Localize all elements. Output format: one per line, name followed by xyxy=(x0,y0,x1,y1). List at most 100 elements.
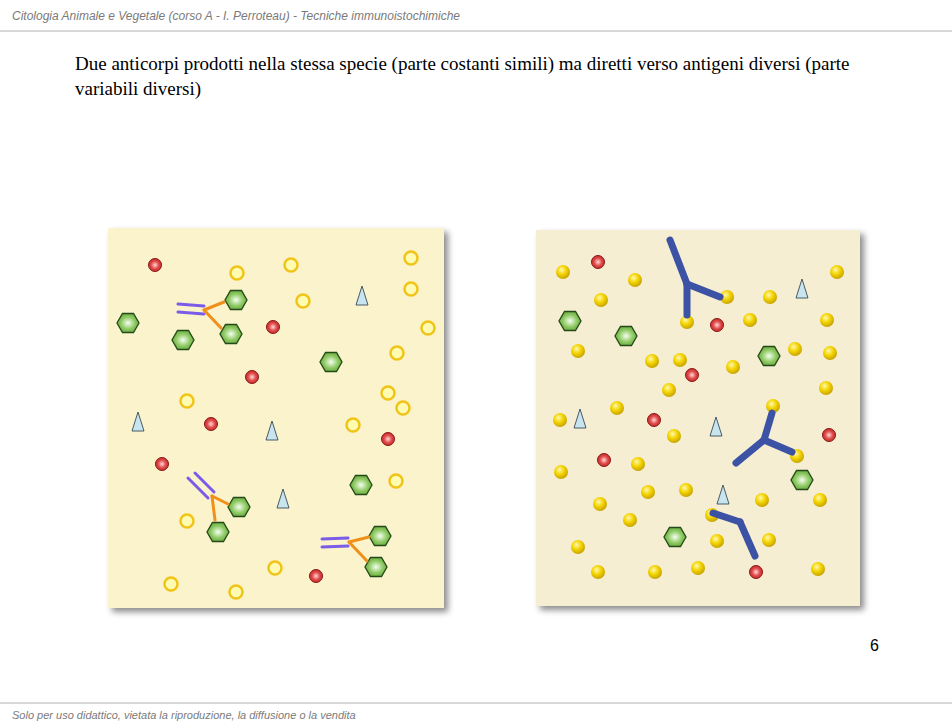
yellow-sphere xyxy=(571,344,585,358)
hexagon xyxy=(220,325,242,344)
yellow-sphere xyxy=(554,465,568,479)
yellow-sphere xyxy=(743,313,757,327)
triangle xyxy=(796,279,808,298)
yellow-ring xyxy=(422,322,435,335)
triangle xyxy=(574,409,586,428)
hexagons xyxy=(559,312,813,547)
yellow-ring xyxy=(285,259,298,272)
yellow-rings xyxy=(165,252,435,599)
yellow-ring xyxy=(231,267,244,280)
hexagon xyxy=(559,312,581,331)
yellow-sphere xyxy=(631,457,645,471)
yellow-ring xyxy=(165,578,178,591)
yellow-sphere xyxy=(813,493,827,507)
yellow-sphere xyxy=(763,290,777,304)
hexagon xyxy=(615,327,637,346)
yellow-spheres xyxy=(553,265,844,579)
page-number: 6 xyxy=(870,637,879,655)
yellow-sphere xyxy=(667,429,681,443)
hexagons xyxy=(117,291,391,577)
yellow-sphere xyxy=(648,565,662,579)
triangles xyxy=(132,286,368,508)
red-dot xyxy=(711,319,724,332)
red-antigens xyxy=(149,259,395,583)
yellow-sphere xyxy=(593,497,607,511)
yellow-ring xyxy=(397,402,410,415)
yellow-sphere xyxy=(823,346,837,360)
running-header: Citologia Animale e Vegetale (corso A - … xyxy=(12,9,460,23)
red-dot xyxy=(246,371,259,384)
yellow-ring xyxy=(405,252,418,265)
red-antigens xyxy=(592,256,836,579)
hexagon xyxy=(758,347,780,366)
hexagon xyxy=(225,291,247,310)
yellow-sphere xyxy=(610,401,624,415)
yellow-sphere xyxy=(556,265,570,279)
yellow-sphere xyxy=(553,413,567,427)
red-dot xyxy=(382,433,395,446)
hexagon xyxy=(369,527,391,546)
red-dot xyxy=(823,429,836,442)
slide-title: Due anticorpi prodotti nella stessa spec… xyxy=(75,52,875,101)
yellow-sphere xyxy=(628,273,642,287)
red-dot xyxy=(598,454,611,467)
red-dot xyxy=(310,570,323,583)
hexagon xyxy=(791,471,813,490)
yellow-sphere xyxy=(594,293,608,307)
yellow-ring xyxy=(230,586,243,599)
left-panel xyxy=(108,228,444,608)
red-dot xyxy=(686,369,699,382)
footer-note: Solo per uso didattico, vietata la ripro… xyxy=(12,709,356,721)
triangle xyxy=(356,286,368,305)
yellow-sphere xyxy=(830,265,844,279)
antibodies-left xyxy=(178,302,369,561)
right-panel xyxy=(536,230,860,606)
hexagon xyxy=(117,314,139,333)
yellow-sphere xyxy=(788,342,802,356)
hexagon xyxy=(172,331,194,350)
yellow-sphere xyxy=(641,485,655,499)
yellow-sphere xyxy=(623,513,637,527)
yellow-ring xyxy=(390,475,403,488)
red-dot xyxy=(149,259,162,272)
yellow-sphere xyxy=(673,353,687,367)
red-dot xyxy=(592,256,605,269)
hexagon xyxy=(207,523,229,542)
yellow-sphere xyxy=(755,493,769,507)
yellow-sphere xyxy=(571,540,585,554)
yellow-sphere xyxy=(820,313,834,327)
footer-rule xyxy=(0,703,952,704)
antibodies-right xyxy=(670,240,792,556)
yellow-ring xyxy=(382,387,395,400)
yellow-sphere xyxy=(662,383,676,397)
yellow-ring xyxy=(347,419,360,432)
yellow-ring xyxy=(297,295,310,308)
red-dot xyxy=(648,414,661,427)
red-dot xyxy=(267,321,280,334)
red-dot xyxy=(205,418,218,431)
yellow-sphere xyxy=(645,354,659,368)
yellow-sphere xyxy=(762,533,776,547)
triangle xyxy=(277,489,289,508)
yellow-ring xyxy=(181,515,194,528)
yellow-sphere xyxy=(819,381,833,395)
yellow-ring xyxy=(269,562,282,575)
yellow-ring xyxy=(391,347,404,360)
triangle xyxy=(266,421,278,440)
header-rule xyxy=(0,31,952,32)
red-dot xyxy=(750,566,763,579)
yellow-sphere xyxy=(679,483,693,497)
hexagon xyxy=(320,353,342,372)
hexagon xyxy=(228,498,250,517)
yellow-sphere xyxy=(591,565,605,579)
yellow-ring xyxy=(181,395,194,408)
red-dot xyxy=(156,458,169,471)
triangle xyxy=(132,412,144,431)
yellow-ring xyxy=(405,283,418,296)
hexagon xyxy=(664,528,686,547)
yellow-sphere xyxy=(811,562,825,576)
yellow-sphere xyxy=(710,534,724,548)
hexagon xyxy=(350,476,372,495)
triangle xyxy=(717,485,729,504)
